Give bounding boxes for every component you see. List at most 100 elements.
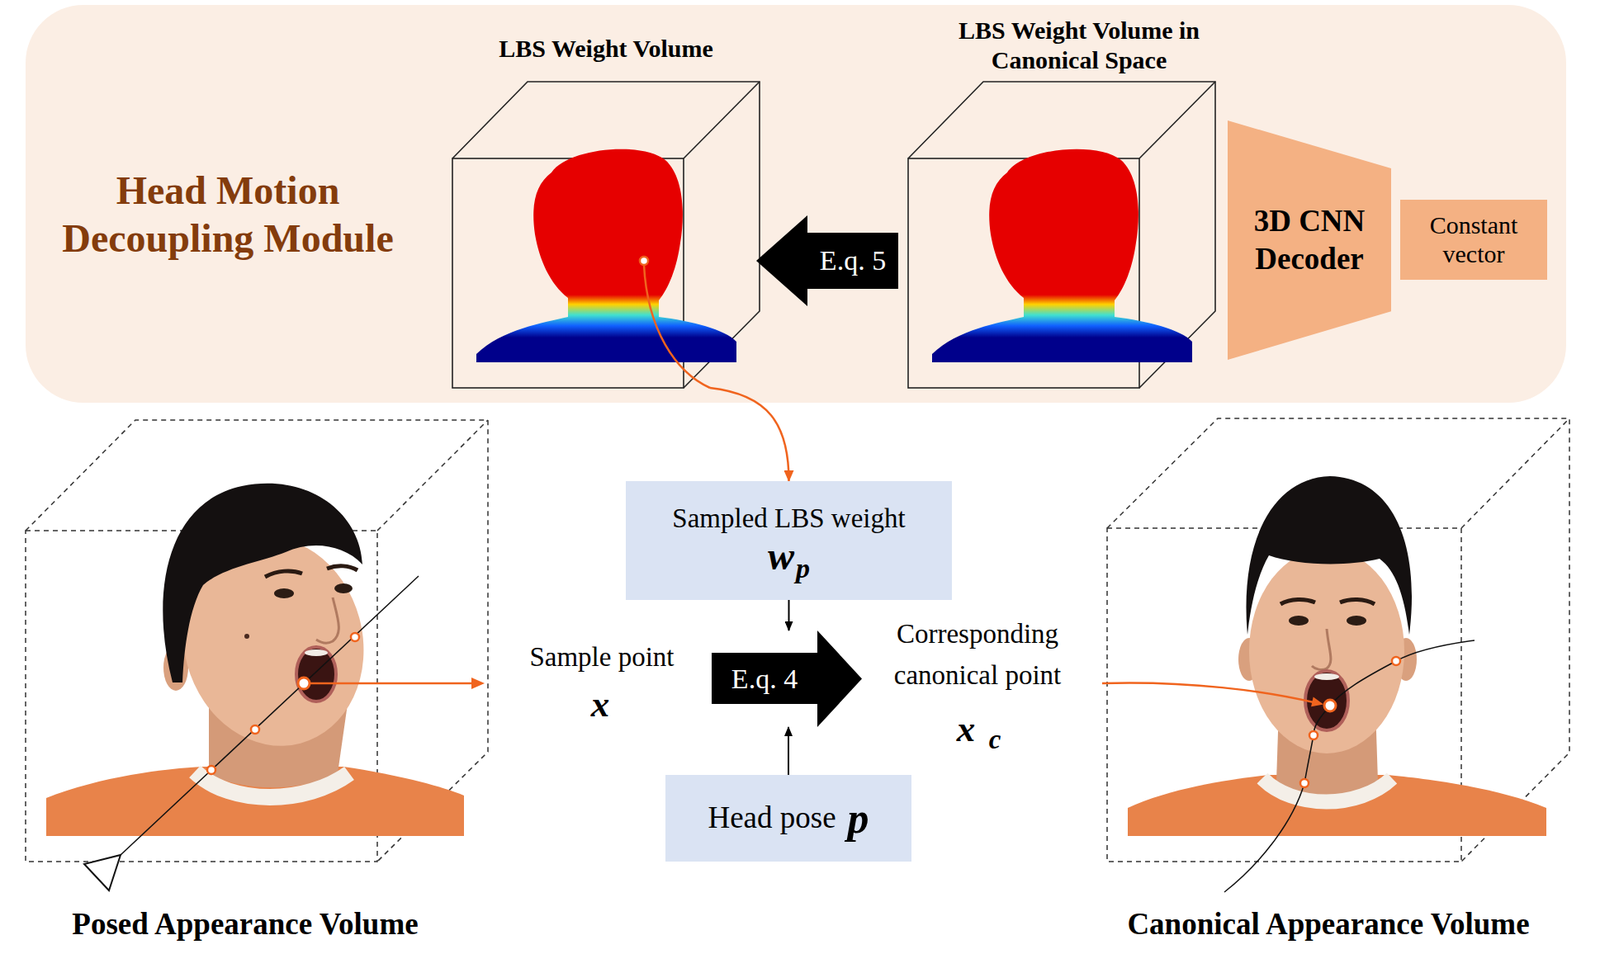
cube-outline bbox=[452, 81, 760, 389]
canonical-lbs-cube-illustration bbox=[908, 81, 1216, 389]
canonical-face bbox=[1280, 599, 1316, 605]
block-arrow bbox=[756, 215, 899, 307]
cube-outline bbox=[1139, 81, 1216, 159]
math-subscript: c bbox=[982, 724, 1008, 758]
cube-outline bbox=[683, 81, 760, 159]
deformed-ray bbox=[1309, 731, 1318, 740]
lbs-weight-volume: LBS Weight Volume bbox=[452, 81, 760, 389]
math-symbol: x bbox=[941, 706, 991, 752]
camera-ray bbox=[120, 576, 419, 856]
cube-outline bbox=[452, 81, 760, 389]
deformed-ray bbox=[1224, 640, 1475, 893]
camera-ray bbox=[350, 633, 360, 642]
equation-label: E.q. 4 bbox=[711, 630, 818, 728]
camera-ray bbox=[84, 576, 419, 891]
posed-face bbox=[194, 771, 350, 798]
sample-leader bbox=[471, 677, 485, 690]
math-symbol: x bbox=[569, 681, 631, 727]
module-panel: Head Motion Decoupling Module LBS Weight … bbox=[25, 4, 1567, 403]
head-pose-box: Head pose p bbox=[665, 775, 912, 862]
camera-ray bbox=[250, 725, 260, 734]
canonical-face bbox=[1305, 671, 1349, 731]
posed-face bbox=[265, 571, 303, 578]
point-label: Sample point bbox=[498, 641, 706, 675]
box-label: Sampled LBS weight bbox=[672, 502, 905, 536]
deformed-ray bbox=[1391, 657, 1401, 666]
canonical-volume-illustration bbox=[1102, 418, 1570, 893]
canonical-face bbox=[1245, 476, 1412, 635]
cnn-decoder-shape bbox=[1227, 120, 1392, 360]
box-label: Constant vector bbox=[1411, 211, 1536, 269]
canonical-face bbox=[1288, 615, 1309, 626]
sample-leader bbox=[298, 677, 310, 690]
posed-face bbox=[326, 566, 358, 571]
sample-leader bbox=[308, 682, 474, 686]
sample-leader bbox=[298, 677, 485, 690]
posed-face bbox=[244, 634, 250, 640]
posed-face bbox=[304, 649, 328, 657]
sampled-weight-box: Sampled LBS weightwp bbox=[625, 481, 952, 601]
canonical-face bbox=[1311, 629, 1331, 670]
posed-face bbox=[334, 583, 353, 594]
posed-volume-illustration bbox=[25, 420, 488, 891]
cnn-decoder-shape bbox=[1227, 120, 1392, 360]
eq4-block-arrow-shape bbox=[711, 630, 862, 728]
dashed-cube bbox=[1107, 418, 1570, 862]
posed-face bbox=[162, 483, 363, 683]
canonical-lbs-volume: LBS Weight Volume in Canonical Space bbox=[908, 81, 1215, 389]
posed-face bbox=[316, 597, 339, 644]
dashed-cube bbox=[25, 420, 488, 862]
canonical-volume: Canonical Appearance Volume bbox=[1107, 418, 1570, 862]
canonical-face bbox=[1346, 615, 1367, 626]
lbs-silhouette bbox=[476, 149, 737, 363]
math-symbol: p bbox=[847, 795, 870, 843]
dashed-cube bbox=[1461, 418, 1570, 529]
canonical-face bbox=[1262, 778, 1392, 803]
canonical-face bbox=[1127, 476, 1547, 837]
cube-outline bbox=[908, 81, 1216, 389]
sample-dot bbox=[639, 256, 649, 266]
volume-title: LBS Weight Volume bbox=[452, 33, 760, 64]
cnn-decoder: 3D CNN Decoder bbox=[1227, 120, 1392, 360]
lbs-silhouette bbox=[932, 149, 1193, 363]
cube-outline bbox=[908, 81, 1216, 389]
posed-volume: Posed Appearance Volume bbox=[25, 420, 488, 862]
sample-leader bbox=[643, 265, 711, 389]
dashed-cube bbox=[377, 420, 488, 531]
posed-face bbox=[296, 647, 337, 702]
deformed-ray bbox=[1224, 640, 1475, 893]
dashed-cube bbox=[1107, 418, 1570, 862]
canonical-face bbox=[1339, 599, 1375, 605]
math-symbol: w bbox=[767, 534, 795, 579]
math-subscript: p bbox=[795, 554, 810, 583]
camera-ray bbox=[207, 766, 216, 775]
lbs-cube-illustration bbox=[452, 81, 760, 389]
box-label: Head pose bbox=[707, 800, 836, 837]
point-label: Corresponding canonical point bbox=[866, 614, 1089, 696]
leader-curve bbox=[710, 388, 790, 482]
volume-title: Posed Appearance Volume bbox=[5, 906, 485, 943]
constant-vector-box: Constant vector bbox=[1400, 199, 1548, 280]
text-row: wp bbox=[767, 534, 810, 579]
eq4-block-arrow: E.q. 4 bbox=[711, 630, 862, 728]
module-title: Head Motion Decoupling Module bbox=[33, 166, 422, 262]
canonical-leader bbox=[1311, 697, 1324, 708]
canonical-leader bbox=[1102, 683, 1314, 703]
posed-face bbox=[274, 588, 294, 599]
canonical-leader bbox=[1102, 683, 1336, 712]
volume-title: Canonical Appearance Volume bbox=[1080, 906, 1577, 943]
canonical-face bbox=[1249, 549, 1405, 754]
flow-arrow bbox=[788, 600, 791, 631]
camera-ray bbox=[84, 855, 121, 891]
canonical-face bbox=[1314, 673, 1340, 681]
dashed-cube bbox=[25, 420, 488, 862]
decoder-label: 3D CNN Decoder bbox=[1239, 202, 1380, 280]
deformed-ray bbox=[1300, 779, 1309, 788]
posed-face bbox=[46, 483, 464, 837]
flow-arrow bbox=[787, 727, 790, 776]
canonical-leader bbox=[1324, 700, 1336, 712]
volume-title: LBS Weight Volume in Canonical Space bbox=[925, 15, 1233, 76]
module-panel-ground bbox=[25, 4, 1567, 403]
edge-label: E.q. 5 bbox=[819, 244, 886, 279]
